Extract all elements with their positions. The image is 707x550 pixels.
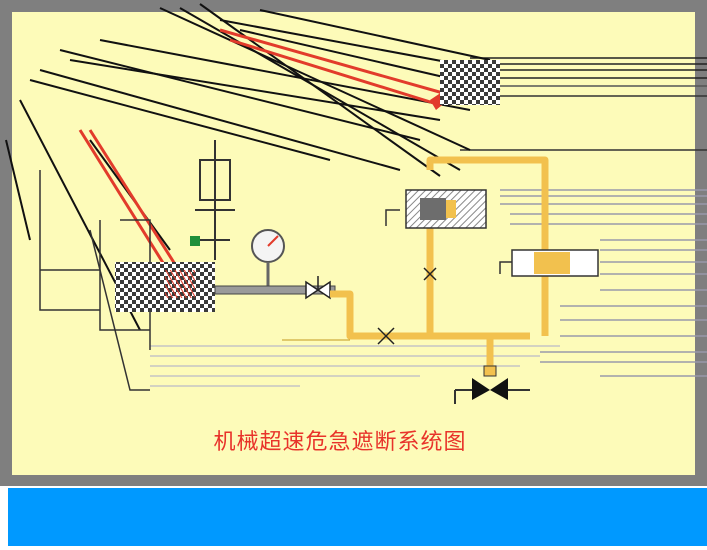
trip-valve-block [385,189,487,229]
grey-pipe [214,276,336,300]
shutoff-valve-icon [454,365,530,404]
diagram-caption: 机械超速危急遮断系统图 [213,430,467,455]
needle-valve-icon [377,267,437,345]
overspeed-trip-diagram [5,3,707,404]
relay-cylinder [499,249,599,277]
trip-linkage [195,140,235,260]
trip-bolt [165,270,195,298]
diagram-panel [12,12,695,475]
bottom-color-bar [8,488,707,546]
scanline-artifacts [150,57,707,387]
pressure-gauge-icon [251,229,285,290]
green-indicator [190,236,200,246]
checkered-gear [440,60,500,105]
diagonal-streaks [5,3,501,331]
